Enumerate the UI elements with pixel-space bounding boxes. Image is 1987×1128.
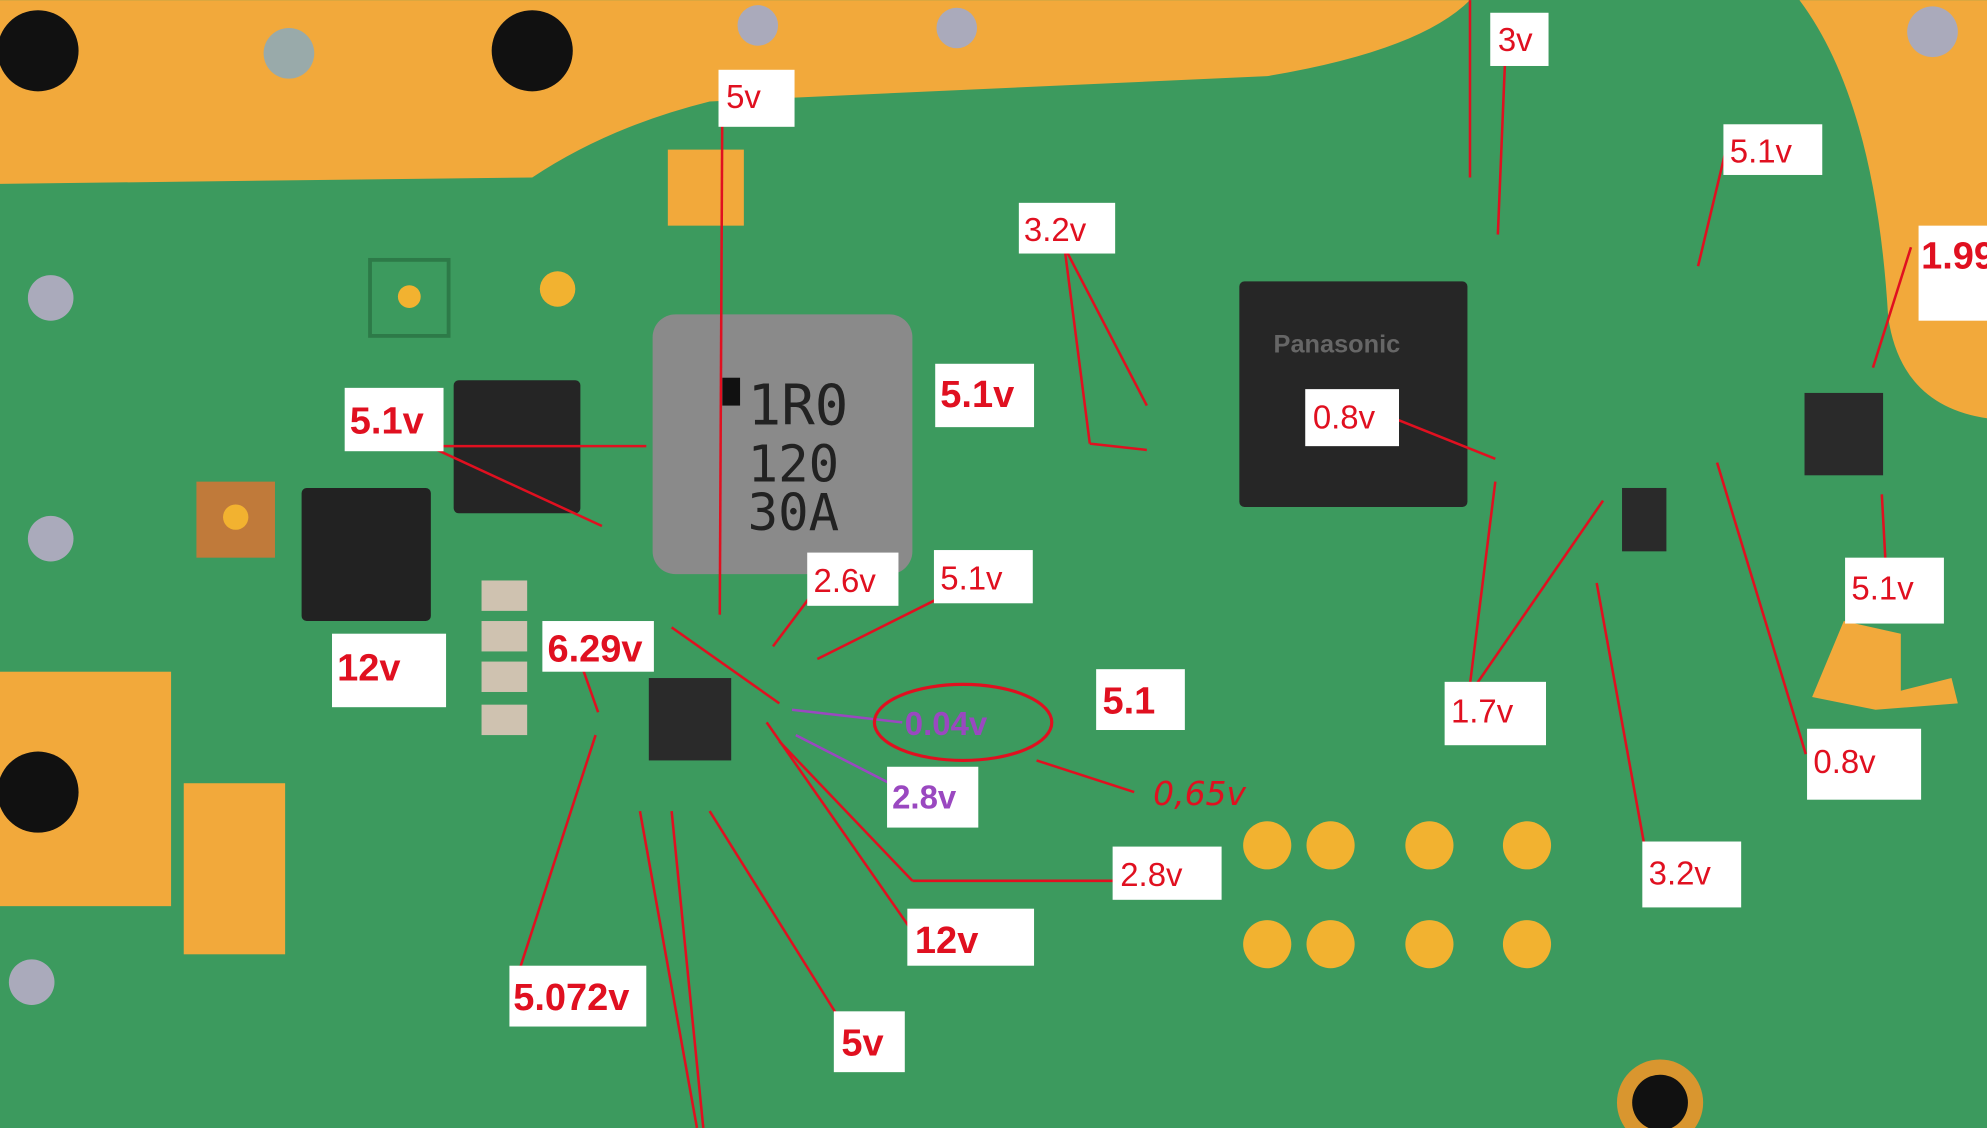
label-5v-bottom: 5v	[841, 1023, 883, 1065]
label-2.8v-purple: 2.8v	[892, 779, 957, 816]
inductor: 1R0 120 30A	[652, 314, 913, 575]
label-3.2v-top: 3.2v	[1024, 211, 1087, 248]
label-2.6v: 2.6v	[814, 562, 877, 599]
inductor-marking-3: 30A	[748, 483, 840, 542]
label-1.7v: 1.7v	[1451, 692, 1514, 729]
label-5.1v-top-right: 5.1v	[1730, 132, 1793, 169]
label-0.65v-handwritten: 0,65v	[1153, 774, 1246, 813]
small-chip-mid	[1622, 487, 1667, 552]
label-5.1v-right: 5.1v	[1851, 569, 1914, 606]
label-5v-top: 5v	[726, 78, 761, 115]
label-12v-bottom: 12v	[915, 920, 978, 962]
inductor-marking-2: 120	[748, 435, 840, 494]
label-6.29v: 6.29v	[547, 629, 642, 671]
mounting-holes	[0, 5, 1958, 1128]
label-0.04v: 0.04v	[905, 705, 988, 742]
circle-annotation	[872, 682, 1054, 763]
small-chip-right	[1804, 392, 1884, 476]
mosfet-left	[301, 487, 431, 622]
leader-lines	[424, 0, 1913, 1128]
gold-pads	[196, 257, 1552, 969]
label-1.99: 1.99	[1921, 236, 1987, 278]
chip-brand-text: Panasonic	[1274, 330, 1401, 358]
copper-pad-left2	[183, 783, 286, 955]
label-3.2v-bottom: 3.2v	[1649, 855, 1712, 892]
label-5.1v-inductor: 5.1v	[940, 374, 1014, 416]
playstation-logo	[1812, 621, 1958, 710]
copper-square	[667, 149, 744, 226]
capacitors	[481, 580, 528, 736]
label-5.1v-mid: 5.1v	[940, 559, 1003, 596]
pwm-controller-chip	[648, 678, 732, 761]
label-5.1: 5.1	[1102, 681, 1155, 723]
label-5.1v-left: 5.1v	[350, 400, 424, 442]
label-0.8v-right: 0.8v	[1813, 743, 1876, 780]
inductor-marking-1: 1R0	[748, 374, 849, 439]
label-3v: 3v	[1498, 21, 1533, 58]
label-12v-left: 12v	[337, 648, 400, 690]
voltage-labels: 5v 3v 5.1v 3.2v 1.99 5.1v 5.1v 0.8v 2.6v…	[332, 12, 1987, 1073]
label-5.072v: 5.072v	[513, 977, 629, 1019]
label-0.8v-chip: 0.8v	[1313, 398, 1376, 435]
label-2.8v: 2.8v	[1120, 856, 1183, 893]
purple-leader-lines	[791, 708, 903, 785]
